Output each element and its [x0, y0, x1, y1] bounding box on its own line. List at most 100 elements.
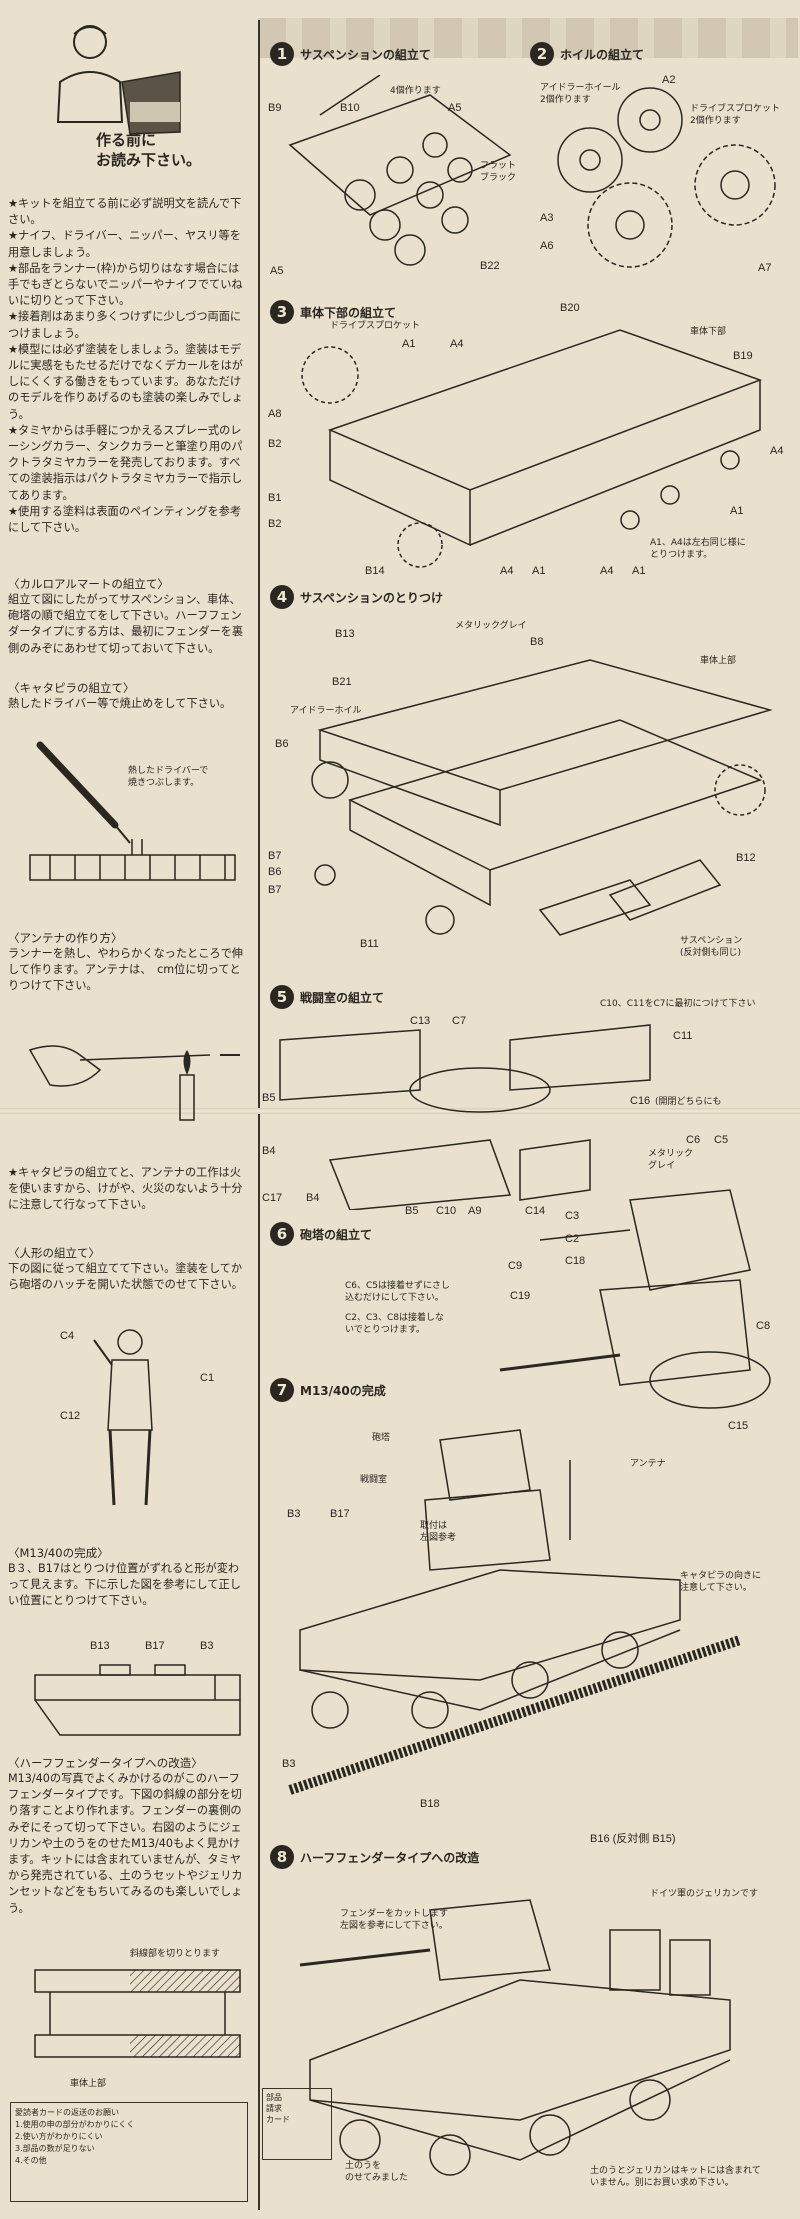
part-label: B13 — [90, 1640, 110, 1652]
part-label: C2 — [565, 1233, 580, 1245]
part-label: C8 — [756, 1320, 771, 1332]
step-title: 砲塔の組立て — [300, 1227, 373, 1242]
part-label: C3 — [565, 1210, 580, 1222]
part-label: C18 — [565, 1255, 586, 1267]
half-fender-section: 〈ハーフフェンダータイプへの改造〉 M13/40の写真でよくみかけるのがこのハー… — [8, 1755, 244, 1917]
c16-note: (開閉どちらにも — [655, 1097, 722, 1107]
suspension-drawing — [288, 75, 512, 266]
tip: ★タミヤからは手軽につかえるスプレー式のレーシングカラー、タンクカラーと筆塗り用… — [8, 423, 243, 502]
part-label: B5 — [262, 1092, 276, 1104]
part-label: A4 — [500, 565, 514, 577]
completed-tank-drawing — [288, 1429, 742, 1795]
antenna-illustration — [28, 1045, 240, 1121]
part-label: B3 — [287, 1508, 301, 1520]
part-label: B3 — [282, 1758, 296, 1770]
part-label: C1 — [200, 1372, 215, 1384]
cut-fender-note: フェンダーをカットします左図を参考にして下さい。 — [340, 1909, 449, 1931]
attach-note: 取付は左図参考 — [420, 1521, 457, 1543]
part-label: B20 — [560, 302, 580, 314]
step-number: 6 — [270, 1222, 294, 1246]
turret-drawing — [499, 1189, 771, 1409]
step-8: 8 ハーフフェンダータイプへの改造 — [270, 1845, 479, 1869]
part-label: C14 — [525, 1205, 546, 1217]
part-label: A1 — [532, 565, 546, 577]
lower-hull-drawing — [301, 329, 763, 568]
section-heading: 〈カルロアルマートの組立て〉 — [8, 577, 169, 591]
step-number: 3 — [270, 300, 294, 324]
part-label: B7 — [268, 884, 282, 896]
part-label: A6 — [540, 240, 554, 252]
wheel-drawing — [557, 87, 776, 268]
general-tips: ★キットを組立てる前に必ず説明文を読んで下さい。 ★ナイフ、ドライバー、ニッパー… — [8, 196, 244, 536]
part-label: A9 — [468, 1205, 482, 1217]
track-direction-note: キャタピラの向きに注意して下さい。 — [680, 1571, 762, 1593]
part-label: A8 — [268, 408, 282, 420]
part-label: B18 — [420, 1798, 440, 1810]
parts-request-box: 部品請求カード — [262, 2088, 332, 2160]
step-title: ハーフフェンダータイプへの改造 — [300, 1850, 480, 1865]
section-text: 組立て図にしたがってサスペンション、車体、砲塔の順で組立てをして下さい。ハーフフ… — [8, 593, 244, 655]
fighting-compartment-drawing — [279, 1024, 651, 1210]
tip: ★模型には必ず塗装をしましょう。塗装はモデルに実感をもたせるだけでなくデカールを… — [8, 342, 243, 421]
part-label: C10 — [436, 1205, 457, 1217]
part-label: B2 — [268, 518, 282, 530]
part-label: B1 — [268, 492, 282, 504]
modeler-illustration — [56, 25, 181, 135]
step6-note-2: C2、C3、C8は接着しないでとりつけます。 — [345, 1313, 445, 1335]
cut-diagram — [34, 1969, 241, 2058]
part-label: C5 — [714, 1134, 729, 1146]
part-label: C12 — [60, 1410, 81, 1422]
cut-label: 斜線部を切りとります — [130, 1949, 221, 1959]
section-heading: 〈アンテナの作り方〉 — [8, 931, 123, 945]
part-label: B17 — [145, 1640, 165, 1652]
metal-grey-label: メタリックグレイ — [455, 621, 527, 631]
part-label: C6 — [686, 1134, 701, 1146]
upper-hull-label: 車体上部 — [700, 656, 737, 666]
fighting-compartment-label: 戦闘室 — [360, 1475, 388, 1485]
step1-paint: フラットブラック — [480, 161, 517, 183]
section-heading: 〈ハーフフェンダータイプへの改造〉 — [8, 1756, 203, 1770]
part-label: A7 — [758, 262, 772, 274]
part-label: B21 — [332, 676, 352, 688]
part-label: C4 — [60, 1330, 75, 1342]
part-label: C19 — [510, 1290, 531, 1302]
step3-note: A1、A4は左右同じ様にとりつけます。 — [650, 538, 746, 560]
section-heading: 〈キャタピラの組立て〉 — [8, 681, 135, 695]
tip: ★部品をランナー(枠)から切りはなす場合には手でもぎとらないでニッパーやナイフで… — [8, 261, 243, 308]
part-label: A3 — [540, 212, 554, 224]
m13-section: 〈M13/40の完成〉 B３、B17はとりつけ位置がずれると形が変わって見えます… — [8, 1545, 244, 1610]
section-text: M13/40の写真でよくみかけるのがこのハーフフェンダータイプです。下図の斜線の… — [8, 1772, 243, 1915]
step-title: M13/40の完成 — [300, 1383, 386, 1398]
step-number: 8 — [270, 1845, 294, 1869]
body-top-label: 車体上部 — [70, 2079, 107, 2089]
fold-line — [0, 1108, 800, 1114]
antenna-section: 〈アンテナの作り方〉 ランナーを熱し、やわらかくなったところで伸して作ります。ア… — [8, 930, 244, 995]
part-label: A1 — [730, 505, 744, 517]
part-label: C17 — [262, 1192, 283, 1204]
step-number: 2 — [530, 42, 554, 66]
part-label: B14 — [365, 565, 385, 577]
part-label: C9 — [508, 1260, 523, 1272]
step-number: 5 — [270, 985, 294, 1009]
part-label: B2 — [268, 438, 282, 450]
lower-hull-label: 車体下部 — [690, 327, 727, 337]
part-label: C13 — [410, 1015, 431, 1027]
part-label: B13 — [335, 628, 355, 640]
part-label: B8 — [530, 636, 544, 648]
section-text: ランナーを熱し、やわらかくなったところで伸して作ります。アンテナは、 cm位に切… — [8, 947, 243, 993]
turret-label: 砲塔 — [372, 1433, 391, 1443]
track-melting-illustration — [29, 741, 236, 881]
step-title: サスペンションのとりつけ — [300, 590, 444, 605]
section-text: 熱したドライバー等で焼止めをして下さい。 — [8, 697, 232, 710]
part-label: B7 — [268, 850, 282, 862]
part-label: C16 — [630, 1095, 651, 1107]
step1-note: 4個作ります — [390, 86, 441, 96]
step-6: 6 砲塔の組立て — [270, 1222, 372, 1246]
